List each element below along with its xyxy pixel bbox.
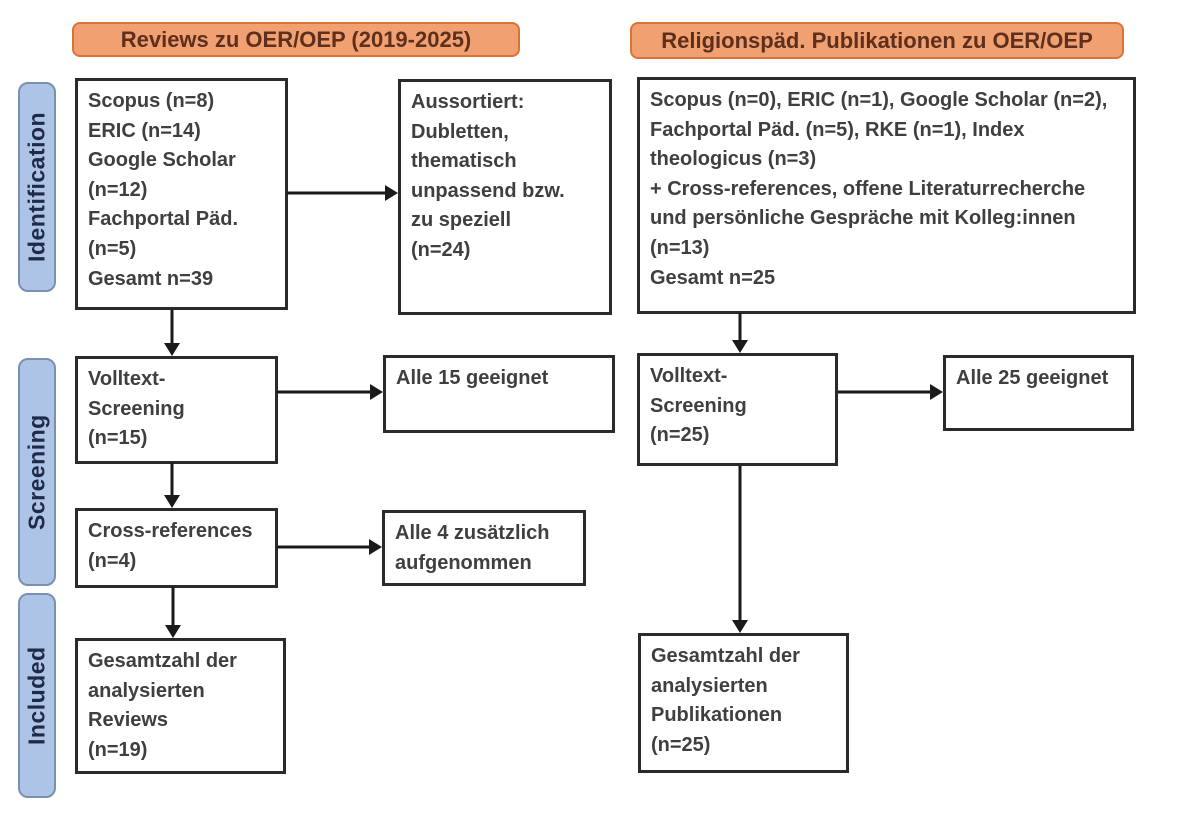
box-reviews-crossreferences: Cross-references (n=4) <box>75 508 278 588</box>
arrow-reviews-crossref-to-added <box>277 537 382 557</box>
box-reviews-sources: Scopus (n=8) ERIC (n=14) Google Scholar … <box>75 78 288 310</box>
box-reviews-fulltext-screening: Volltext- Screening (n=15) <box>75 356 278 464</box>
arrow-relpaed-fulltext-to-total <box>730 466 750 633</box>
box-relpaed-fulltext-screening: Volltext- Screening (n=25) <box>637 353 838 466</box>
box-reviews-total: Gesamtzahl der analysierten Reviews (n=1… <box>75 638 286 774</box>
arrow-reviews-fulltext-to-crossref <box>162 463 182 508</box>
column-header-religionspaed: Religionspäd. Publikationen zu OER/OEP <box>630 22 1124 59</box>
arrow-relpaed-sources-to-fulltext <box>730 313 750 353</box>
arrow-reviews-sources-to-excluded <box>287 183 398 203</box>
box-reviews-crossref-added: Alle 4 zusätzlich aufgenommen <box>382 510 586 586</box>
stage-label-screening: Screening <box>18 358 56 586</box>
stage-label-included: Included <box>18 593 56 798</box>
box-relpaed-sources: Scopus (n=0), ERIC (n=1), Google Scholar… <box>637 77 1136 314</box>
box-relpaed-eligible: Alle 25 geeignet <box>943 355 1134 431</box>
box-reviews-excluded: Aussortiert: Dubletten, thematisch unpas… <box>398 79 612 315</box>
stage-label-identification: Identification <box>18 82 56 292</box>
arrow-reviews-fulltext-to-eligible <box>277 382 383 402</box>
arrow-reviews-sources-to-fulltext <box>162 310 182 356</box>
arrow-reviews-crossref-to-total <box>163 587 183 638</box>
arrow-relpaed-fulltext-to-eligible <box>838 382 943 402</box>
column-header-reviews: Reviews zu OER/OEP (2019-2025) <box>72 22 520 57</box>
box-relpaed-total: Gesamtzahl der analysierten Publikatione… <box>638 633 849 773</box>
box-reviews-eligible: Alle 15 geeignet <box>383 355 615 433</box>
